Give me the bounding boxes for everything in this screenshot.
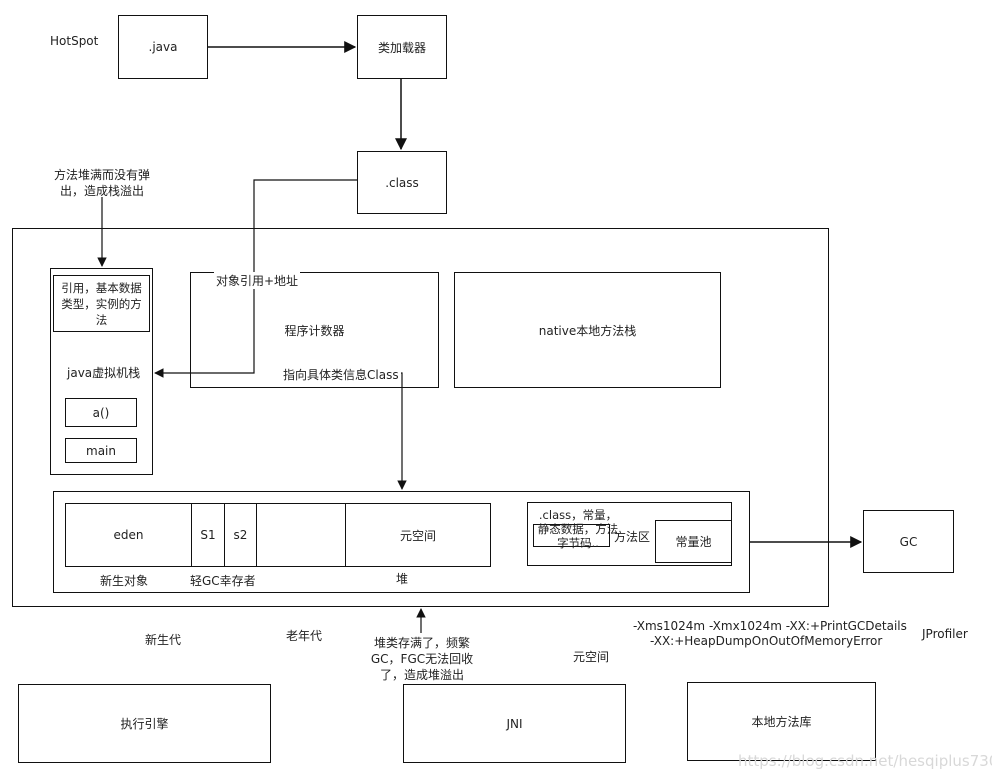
eden-node[interactable]: eden: [65, 503, 192, 567]
native-stack-node[interactable]: native本地方法栈: [454, 272, 721, 388]
survivor-s2-node[interactable]: s2: [224, 503, 257, 567]
frame-a-text: a(): [92, 405, 110, 420]
method-area-label: 方法区: [614, 530, 651, 544]
frame-a-box[interactable]: a(): [65, 398, 137, 427]
old-gen-node[interactable]: [256, 503, 346, 567]
jvm-opts-line1: -Xms1024m -Xmx1024m -XX:+PrintGCDetails: [633, 619, 907, 633]
frame-main-box[interactable]: main: [65, 438, 137, 463]
jni-node[interactable]: JNI: [403, 684, 626, 763]
young-objects-label: 新生对象: [100, 574, 149, 588]
metaspace-node[interactable]: 元空间: [345, 503, 491, 567]
constant-pool-text: 常量池: [675, 535, 712, 549]
native-lib-node[interactable]: 本地方法库: [687, 682, 876, 761]
object-ref-label: 对象引用+地址: [214, 272, 301, 289]
native-lib-text: 本地方法库: [751, 715, 812, 729]
gc-text: GC: [899, 534, 918, 549]
watermark-text: https://blog.csdn.net/hesqiplus730: [738, 752, 992, 770]
gc-node[interactable]: GC: [863, 510, 954, 573]
java-file-text: .java: [148, 40, 178, 54]
constant-pool-node[interactable]: 常量池: [655, 520, 732, 563]
stack-frame-box: 引用，基本数据类型，实例的方法: [53, 275, 150, 332]
survivor-s1-node[interactable]: S1: [191, 503, 225, 567]
minor-gc-survivors-label: 轻GC幸存者: [190, 574, 256, 588]
jprofiler-label: JProfiler: [922, 627, 968, 641]
class-file-text: .class: [385, 175, 419, 190]
heap-label: 堆: [396, 572, 409, 586]
metaspace-inner-text: 元空间: [399, 528, 436, 543]
program-counter-text: 程序计数器: [284, 323, 345, 338]
survivor-s2-text: s2: [233, 528, 248, 542]
jvm-stack-label: java虚拟机栈: [67, 366, 141, 380]
jvm-opts-line2: -XX:+HeapDumpOnOutOfMemoryError: [650, 634, 883, 648]
stack-frame-text: 引用，基本数据类型，实例的方法: [61, 280, 142, 327]
exec-engine-node[interactable]: 执行引擎: [18, 684, 271, 763]
program-counter-node[interactable]: 程序计数器: [190, 272, 439, 388]
runtime-data-area[interactable]: [12, 228, 829, 607]
class-info-label: 指向具体类信息Class: [281, 366, 401, 383]
hotspot-label: HotSpot: [50, 34, 99, 48]
method-area-inner-box: [533, 524, 610, 547]
heap-overflow-note: 堆类存满了，频繁GC，FGC无法回收了，造成堆溢出: [370, 636, 474, 682]
class-loader-node[interactable]: 类加载器: [357, 15, 447, 79]
java-file-node[interactable]: .java: [118, 15, 208, 79]
exec-engine-text: 执行引擎: [120, 717, 169, 731]
class-file-node[interactable]: .class: [357, 151, 447, 214]
jvm-stack-node[interactable]: [50, 268, 153, 475]
frame-main-text: main: [86, 443, 116, 458]
method-area-contents: .class，常量，静态数据，方法字节码..: [537, 508, 619, 550]
old-gen-label: 老年代: [286, 629, 323, 643]
young-gen-label: 新生代: [145, 633, 182, 647]
eden-text: eden: [113, 528, 144, 542]
native-stack-text: native本地方法栈: [538, 323, 637, 338]
survivor-s1-text: S1: [200, 528, 216, 542]
heap-frame[interactable]: [53, 491, 750, 593]
metaspace-outer-label: 元空间: [573, 650, 610, 664]
jni-text: JNI: [506, 716, 523, 731]
class-loader-text: 类加载器: [377, 40, 426, 55]
stack-overflow-note: 方法堆满而没有弹出，造成栈溢出: [53, 168, 150, 198]
